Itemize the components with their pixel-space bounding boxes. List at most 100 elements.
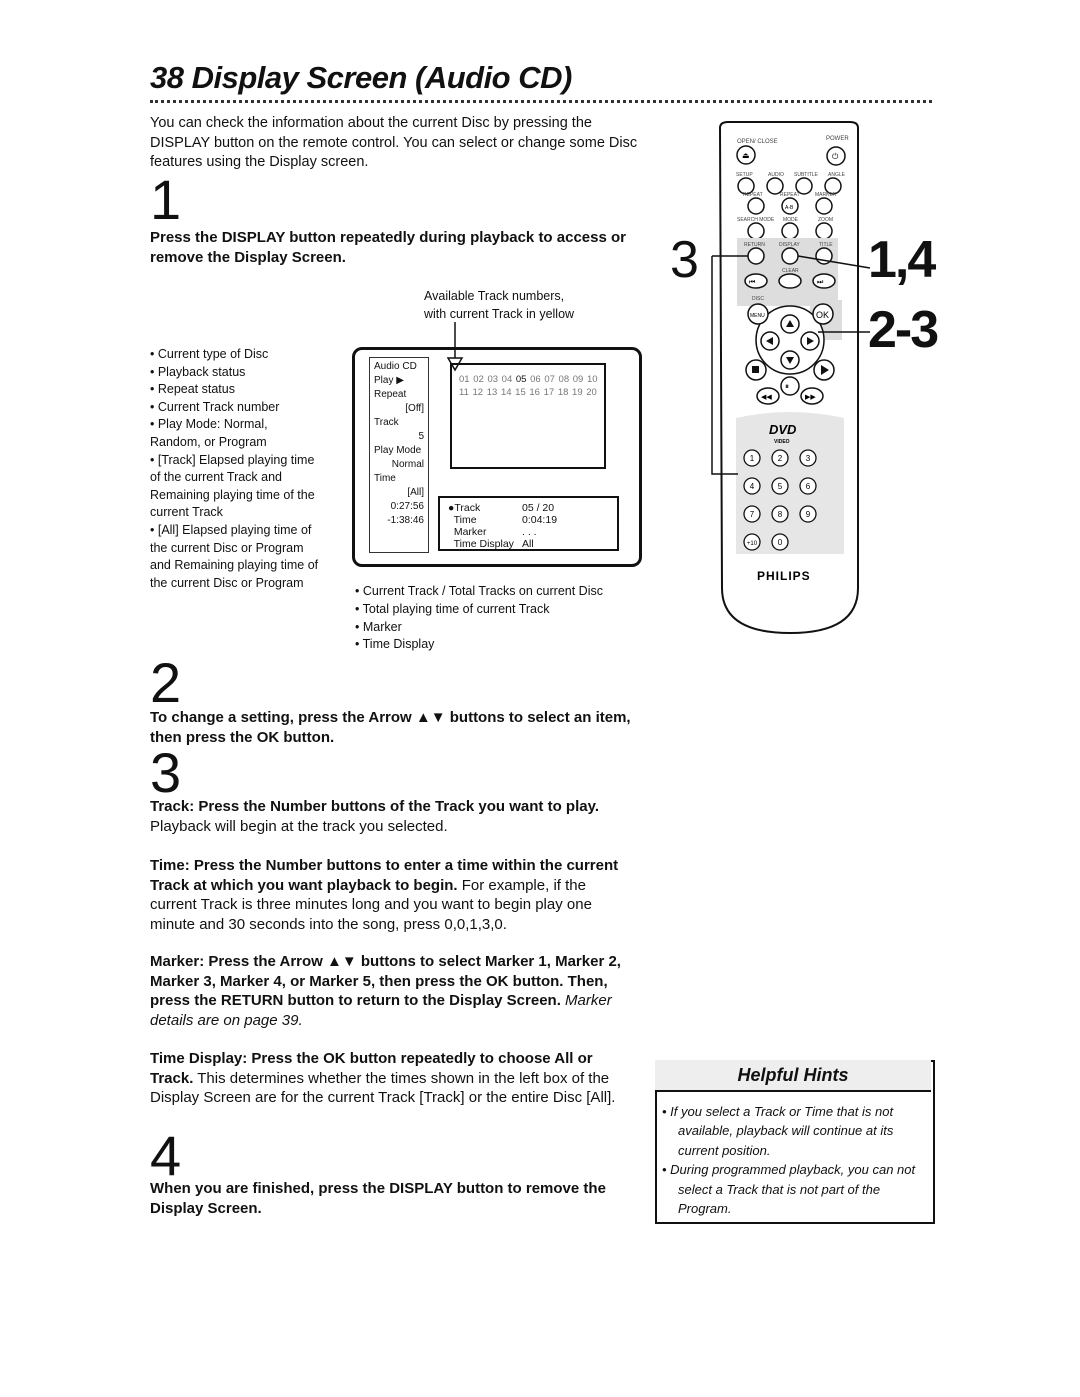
available-note-line: Available Track numbers,	[424, 289, 565, 303]
track-number[interactable]: 19	[572, 387, 587, 398]
audio-button[interactable]	[766, 177, 784, 195]
mode-label: MODE	[783, 217, 799, 223]
helpful-hints-heading: Helpful Hints	[655, 1060, 931, 1092]
clear-button[interactable]	[778, 273, 802, 289]
marker-button[interactable]	[815, 197, 833, 215]
intro-paragraph: You can check the information about the …	[150, 115, 638, 170]
track-number[interactable]: 05	[515, 374, 531, 385]
track-number[interactable]: 08	[558, 374, 573, 385]
subtitle-button[interactable]	[795, 177, 813, 195]
track-number[interactable]: 09	[572, 374, 587, 385]
track-number[interactable]: 07	[544, 374, 559, 385]
track-number[interactable]: 04	[501, 374, 516, 385]
osd-status-line: Normal	[391, 459, 424, 470]
track-number[interactable]: 03	[487, 374, 502, 385]
next-button[interactable]	[812, 273, 836, 289]
time-display-detail: This determines whether the times shown …	[150, 1069, 616, 1107]
step-4-text: When you are finished, press the DISPLAY…	[150, 1180, 606, 1217]
digit-button-2[interactable]	[771, 449, 789, 467]
track-number[interactable]: 10	[586, 374, 598, 385]
track-number[interactable]: 15	[515, 387, 530, 398]
track-number[interactable]: 01	[459, 374, 474, 385]
digit-button-8[interactable]	[771, 505, 789, 523]
osd-status-line: Play Mode	[374, 445, 422, 456]
digit-button-6[interactable]	[799, 477, 817, 495]
pause-button[interactable]	[780, 376, 800, 396]
callout-item: and Remaining playing time of	[150, 558, 319, 573]
title-label: TITLE	[819, 242, 833, 248]
callout-item: • Current Track number	[150, 399, 280, 414]
eject-icon: ⏏	[742, 151, 750, 160]
search-mode-button[interactable]	[747, 222, 765, 240]
track-number[interactable]: 12	[472, 387, 487, 398]
open-close-button[interactable]	[736, 145, 756, 165]
ok-button[interactable]	[812, 303, 834, 325]
digit-button-7[interactable]	[743, 505, 761, 523]
display-label: DISPLAY	[779, 242, 800, 248]
digit-button-+10[interactable]	[743, 533, 761, 551]
marker-label: MARKER	[815, 192, 837, 198]
osd-info-value: 0:04:19	[522, 514, 558, 526]
angle-label: ANGLE	[828, 172, 846, 178]
track-number[interactable]: 18	[557, 387, 573, 398]
osd-info-value: . . .	[522, 526, 537, 538]
digit-button-0[interactable]	[771, 533, 789, 551]
return-label: RETURN	[744, 242, 765, 248]
display-button[interactable]	[781, 247, 799, 265]
next-icon: ⏭	[817, 279, 824, 286]
marker-instruction: Marker: Press the Arrow ▲▼ buttons to se…	[150, 953, 621, 1009]
rewind-button[interactable]	[756, 387, 780, 405]
digit-button-5[interactable]	[771, 477, 789, 495]
digit-button-4[interactable]	[743, 477, 761, 495]
track-number[interactable]: 11	[459, 387, 473, 398]
callout-item: the current Disc or Program	[150, 540, 304, 555]
track-number[interactable]: 02	[473, 374, 488, 385]
previous-button[interactable]	[744, 273, 768, 289]
video-logo: VIDEO	[774, 439, 790, 445]
display-screen-frame	[352, 347, 642, 567]
step-2-text: To change a setting, press the Arrow ▲▼ …	[150, 709, 631, 746]
osd-info-row[interactable]: Marker . . .	[448, 526, 609, 538]
track-number[interactable]: 17	[543, 387, 558, 398]
osd-status-line: Repeat	[374, 389, 407, 400]
track-number[interactable]: 16	[529, 387, 544, 398]
remote-callout-3: 3	[670, 231, 699, 289]
digit-button-3[interactable]	[799, 449, 817, 467]
callout-item: the current Disc or Program	[150, 575, 304, 590]
osd-status-line: Track	[374, 417, 399, 428]
zoom-button[interactable]	[815, 222, 833, 240]
mode-button[interactable]	[781, 222, 799, 240]
digit-label: 4	[750, 482, 755, 491]
forward-button[interactable]	[800, 387, 824, 405]
angle-button[interactable]	[824, 177, 842, 195]
osd-info-label: Time Display	[448, 538, 514, 550]
page-title: 38 Display Screen (Audio CD)	[150, 60, 572, 95]
rewind-icon: ◀◀	[761, 394, 772, 401]
digit-button-9[interactable]	[799, 505, 817, 523]
track-number[interactable]: 13	[486, 387, 501, 398]
track-number[interactable]: 20	[586, 387, 597, 398]
digit-button-1[interactable]	[743, 449, 761, 467]
power-icon: ⏻	[832, 152, 839, 161]
left-arrow-icon	[766, 337, 773, 345]
repeat-label: REPEAT	[743, 192, 763, 198]
track-number[interactable]: 14	[500, 387, 516, 398]
setup-button[interactable]	[737, 177, 755, 195]
title-divider	[150, 100, 932, 103]
step-4-number: 4	[150, 1124, 182, 1187]
step-1-number: 1	[150, 168, 182, 231]
osd-info-label: Marker	[448, 526, 487, 538]
repeat-ab-button[interactable]	[781, 197, 799, 215]
helpful-hints-list: • If you select a Track or Time that is …	[662, 1102, 926, 1218]
left-callout-list: • Current type of Disc• Playback status•…	[150, 346, 340, 592]
repeat-button[interactable]	[747, 197, 765, 215]
return-button[interactable]	[747, 247, 765, 265]
disc-menu-button[interactable]	[747, 303, 769, 325]
power-button[interactable]	[826, 146, 846, 166]
track-number[interactable]: 06	[530, 374, 545, 385]
